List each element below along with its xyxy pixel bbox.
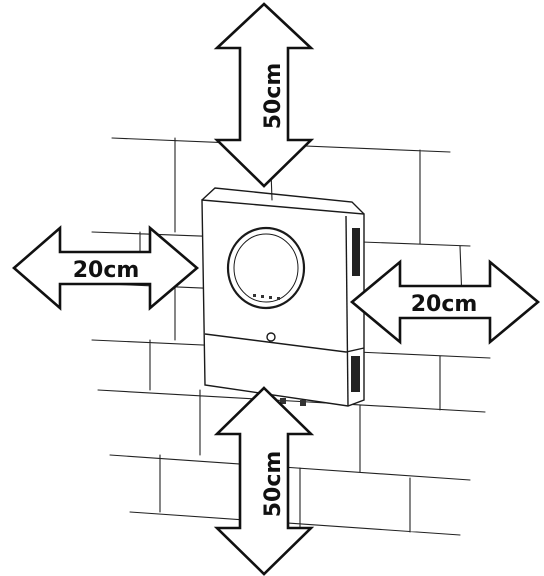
display-indicator-dots — [253, 294, 280, 300]
inverter-side-edge — [345, 215, 349, 407]
label-bottom-clearance: 50cm — [261, 451, 286, 518]
arrow-left — [12, 225, 200, 311]
label-top-clearance: 50cm — [261, 63, 286, 130]
arrow-top — [213, 2, 315, 188]
label-left-clearance: 20cm — [73, 258, 140, 283]
arrow-right — [349, 259, 541, 345]
power-button-icon — [266, 332, 276, 342]
arrow-bottom — [213, 386, 315, 576]
inverter-unit — [201, 187, 365, 407]
display-screen — [233, 233, 299, 303]
label-right-clearance: 20cm — [411, 292, 478, 317]
inverter-split-line — [204, 333, 365, 353]
side-vent-lower — [351, 356, 360, 392]
inverter-top-bevel — [201, 187, 365, 215]
display-ring — [226, 226, 306, 310]
side-vent-upper — [352, 228, 360, 276]
